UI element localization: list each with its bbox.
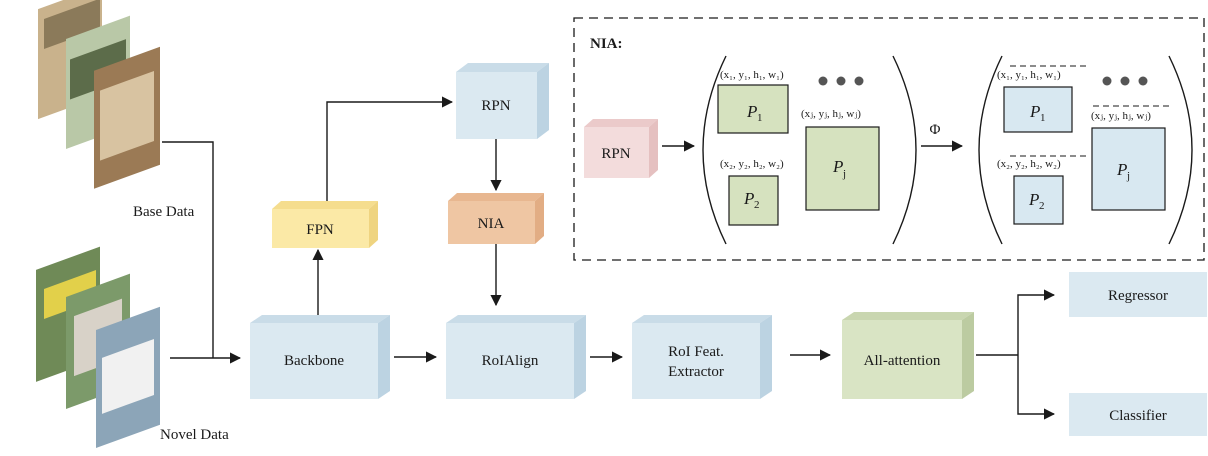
left-p2-sub: 2 bbox=[754, 199, 760, 211]
right-p2-label: P bbox=[1028, 190, 1039, 209]
left-coord-p2: (x₂, y₂, h₂, w₂) bbox=[720, 158, 784, 170]
all-attention-label: All-attention bbox=[864, 353, 941, 369]
left-p1-label: P bbox=[746, 102, 757, 121]
left-pj-box bbox=[805, 126, 880, 211]
regressor-label: Regressor bbox=[1108, 288, 1168, 304]
right-coord-pj: (xⱼ, yⱼ, hⱼ, wⱼ) bbox=[1091, 110, 1151, 122]
right-ellipsis-dots-icon bbox=[1102, 76, 1148, 86]
nia-panel-title: NIA: bbox=[590, 36, 623, 52]
right-p1-box bbox=[1003, 86, 1073, 133]
all-attention-box: All-attention bbox=[842, 312, 974, 399]
left-pj-label: P bbox=[832, 157, 843, 176]
right-pj-label: P bbox=[1116, 160, 1127, 179]
nia-rpn-label: RPN bbox=[601, 146, 630, 162]
base-data-label: Base Data bbox=[133, 204, 195, 220]
to-classifier-arrow bbox=[1017, 355, 1056, 420]
left-p2-box bbox=[728, 175, 779, 226]
base-data-images: Base Data bbox=[38, 0, 195, 220]
right-coord-p2: (x₂, y₂, h₂, w₂) bbox=[997, 158, 1061, 170]
left-p1-sub: 1 bbox=[757, 112, 763, 124]
novel-data-images: Novel Data bbox=[36, 246, 229, 449]
roialign-box: RoIAlign bbox=[446, 315, 586, 399]
to-regressor-arrow bbox=[1017, 289, 1056, 355]
left-ellipsis-dots-icon bbox=[818, 76, 864, 86]
fpn-box: FPN bbox=[272, 201, 378, 248]
right-p1-sub: 1 bbox=[1040, 112, 1046, 124]
right-pj-sub: j bbox=[1126, 170, 1130, 182]
right-coord-p1: (x₁, y₁, h₁, w₁) bbox=[997, 69, 1061, 81]
fpn-label: FPN bbox=[306, 222, 334, 238]
base-data-connector bbox=[162, 141, 214, 358]
rpn-label: RPN bbox=[481, 98, 510, 114]
left-pj-sub: j bbox=[842, 168, 846, 180]
right-group-close-paren bbox=[1168, 55, 1193, 245]
left-coord-pj: (xⱼ, yⱼ, hⱼ, wⱼ) bbox=[801, 108, 861, 120]
roi-feat-label-line2: Extractor bbox=[668, 364, 724, 380]
left-p1-box bbox=[717, 84, 789, 134]
backbone-box: Backbone bbox=[250, 315, 390, 399]
nia-rpn-box: RPN bbox=[584, 119, 658, 178]
left-group-open-paren bbox=[702, 55, 727, 245]
left-coord-p1: (x₁, y₁, h₁, w₁) bbox=[720, 69, 784, 81]
novel-data-label: Novel Data bbox=[160, 427, 229, 443]
regressor-box: Regressor bbox=[1069, 272, 1207, 317]
nia-label: NIA bbox=[478, 216, 505, 232]
nia-detail-panel: NIA: RPN (x₁, y₁, h₁, w₁) P 1 (x₂, y₂, h… bbox=[573, 17, 1205, 261]
rpn-box: RPN bbox=[456, 63, 549, 139]
classifier-label: Classifier bbox=[1109, 408, 1167, 424]
right-p2-box bbox=[1013, 175, 1064, 225]
roialign-label: RoIAlign bbox=[482, 353, 539, 369]
fpn-to-rpn-arrow bbox=[326, 96, 454, 201]
phi-symbol: Φ bbox=[930, 122, 941, 138]
backbone-label: Backbone bbox=[284, 353, 344, 369]
left-group-close-paren bbox=[892, 55, 917, 245]
roi-feat-extractor-box: RoI Feat. Extractor bbox=[632, 315, 772, 399]
roi-feat-label-line1: RoI Feat. bbox=[668, 344, 724, 360]
classifier-box: Classifier bbox=[1069, 393, 1207, 436]
nia-box: NIA bbox=[448, 193, 544, 244]
right-p1-label: P bbox=[1029, 102, 1040, 121]
right-p2-sub: 2 bbox=[1039, 200, 1045, 212]
right-pj-box bbox=[1091, 127, 1166, 211]
left-p2-label: P bbox=[743, 189, 754, 208]
right-group-open-paren bbox=[978, 55, 1003, 245]
